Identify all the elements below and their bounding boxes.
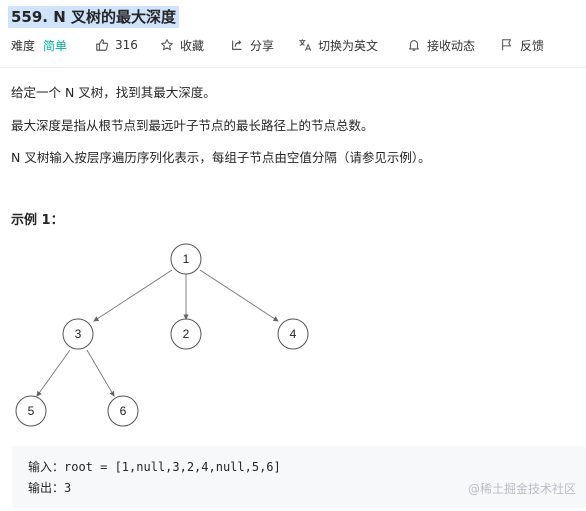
like-button[interactable]: 316 [95,35,138,55]
tree-node [170,318,202,350]
meta-bar: 难度 简单 316 收藏 分享 切换为英文 [11,35,581,55]
translate-icon [298,38,312,52]
divider [0,67,586,68]
tree-edge [199,269,279,322]
tree-node [107,395,139,427]
difficulty: 难度 简单 [11,35,67,55]
tree-edge [93,269,173,322]
tree-edge [86,349,115,397]
description-paragraph-1: 给定一个 N 叉树，找到其最大深度。 [11,85,216,100]
tree-node [15,395,47,427]
example-code-block: 输入：root = [1,null,3,2,4,null,5,6] 输出：3 [12,446,586,508]
share-label: 分享 [250,38,275,53]
share-button[interactable]: 分享 [230,35,274,55]
problem-title-wrap: 559. N 叉树的最大深度 [8,6,180,28]
example-output: 输出：3 [28,481,72,495]
problem-title: 559. N 叉树的最大深度 [8,6,180,28]
thumbs-up-icon [95,38,109,52]
example-title: 示例 1： [11,213,64,228]
tree-node-label: 1 [183,252,190,266]
tree-node-label: 3 [75,327,82,341]
translate-label: 切换为英文 [318,38,379,53]
difficulty-label: 难度 [11,38,36,53]
tree-node [62,318,94,350]
subscribe-label: 接收动态 [427,38,476,53]
tree-node [170,243,202,275]
description-paragraph-3: N 叉树输入按层序遍历序列化表示，每组子节点由空值分隔（请参见示例）。 [11,150,431,165]
tree-node [277,318,309,350]
favorite-label: 收藏 [180,38,205,53]
bell-icon [407,38,421,52]
translate-button[interactable]: 切换为英文 [298,35,378,55]
example-input: 输入：root = [1,null,3,2,4,null,5,6] [28,460,281,474]
tree-node-label: 4 [290,327,297,341]
like-count: 316 [115,38,138,52]
subscribe-button[interactable]: 接收动态 [407,35,475,55]
star-icon [160,38,174,52]
tree-node-label: 5 [28,404,35,418]
share-icon [230,38,244,52]
tree-edge [36,349,71,397]
watermark: @稀土掘金技术社区 [467,482,576,496]
difficulty-badge: 简单 [43,38,68,53]
tree-node-label: 6 [120,404,127,418]
tree-node-label: 2 [183,327,190,341]
description-paragraph-2: 最大深度是指从根节点到最远叶子节点的最长路径上的节点总数。 [11,118,374,133]
feedback-button[interactable]: 反馈 [500,35,544,55]
favorite-button[interactable]: 收藏 [160,35,204,55]
feedback-label: 反馈 [520,38,545,53]
tree-diagram: 1 3 2 4 5 6 [15,243,309,427]
flag-icon [500,38,514,52]
